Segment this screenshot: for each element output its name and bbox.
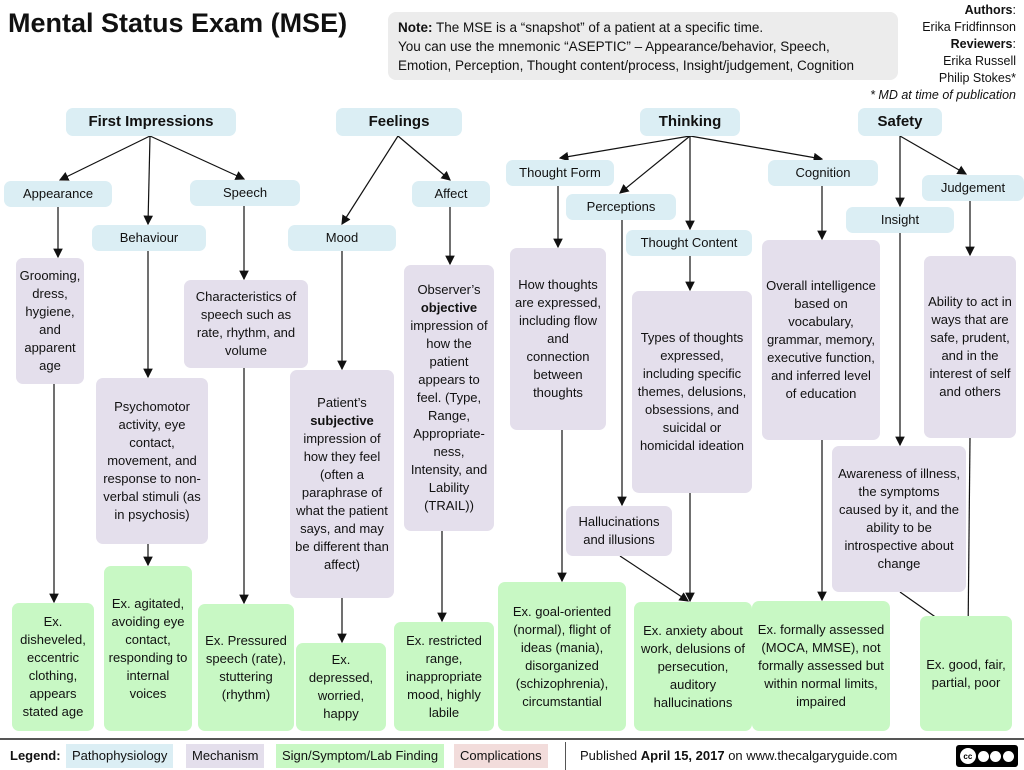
note-line-3: Emotion, Perception, Thought content/pro…	[398, 58, 855, 73]
example-thought-content: Ex. anxiety about work, delusions of per…	[634, 602, 752, 731]
mechanism-affect: Observer’s objective impression of how t…	[404, 265, 494, 531]
legend-mechanism: Mechanism	[186, 744, 265, 768]
category-cognition: Cognition	[768, 160, 878, 186]
arrow	[619, 135, 691, 194]
arrow	[899, 135, 968, 175]
header-safety: Safety	[858, 108, 942, 136]
mood-text: impression of how they feel (often a par…	[295, 431, 389, 572]
mood-emphasis: subjective	[310, 413, 374, 428]
authors-label: Authors	[964, 3, 1013, 17]
legend: Legend: Pathophysiology Mechanism Sign/S…	[0, 738, 1024, 770]
category-insight: Insight	[846, 207, 954, 233]
mechanism-behaviour: Psychomotor activity, eye contact, movem…	[96, 378, 208, 544]
mechanism-hallucinations: Hallucinations and illusions	[566, 506, 672, 556]
affect-text: Observer’s	[417, 282, 481, 297]
arrow	[558, 135, 691, 162]
category-speech: Speech	[190, 180, 300, 206]
legend-pathophysiology: Pathophysiology	[66, 744, 174, 768]
mechanism-speech: Characteristics of speech such as rate, …	[184, 280, 308, 368]
cc-by-nc-sa-icon: cc	[956, 745, 1018, 767]
published-text: Published	[580, 748, 638, 763]
arrow	[397, 135, 451, 181]
mechanism-judgement: Ability to act in ways that are safe, pr…	[924, 256, 1016, 438]
note-line-1: The MSE is a “snapshot” of a patient at …	[436, 20, 764, 35]
example-behaviour: Ex. agitated, avoiding eye contact, resp…	[104, 566, 192, 731]
note-line-2: You can use the mnemonic “ASEPTIC” – App…	[398, 39, 830, 54]
header-feelings: Feelings	[336, 108, 462, 136]
arrow	[341, 135, 399, 226]
category-judgement: Judgement	[922, 175, 1024, 201]
example-cognition: Ex. formally assessed (MOCA, MMSE), not …	[752, 601, 890, 731]
footnote: * MD at time of publication	[870, 88, 1016, 102]
arrow	[58, 135, 151, 181]
mechanism-appearance: Grooming, dress, hygiene, and apparent a…	[16, 258, 84, 384]
published-date: April 15, 2017	[640, 748, 725, 763]
legend-divider	[565, 742, 566, 770]
legend-complications: Complications	[454, 744, 548, 768]
category-mood: Mood	[288, 225, 396, 251]
note-box: Note: The MSE is a “snapshot” of a patie…	[388, 12, 898, 80]
page-title: Mental Status Exam (MSE)	[8, 8, 348, 38]
example-judgement: Ex. good, fair, partial, poor	[920, 616, 1012, 731]
arrow	[619, 555, 690, 602]
author-name: Erika Fridfinnson	[922, 20, 1016, 34]
credits: Authors: Erika Fridfinnson Reviewers: Er…	[870, 3, 1016, 102]
category-appearance: Appearance	[4, 181, 112, 207]
mechanism-insight: Awareness of illness, the symptoms cause…	[832, 446, 966, 592]
reviewer-name: Erika Russell	[943, 54, 1016, 68]
published-site: on www.thecalgaryguide.com	[728, 748, 898, 763]
example-thought-form: Ex. goal-oriented (normal), flight of id…	[498, 582, 626, 731]
arrows	[49, 135, 975, 644]
arrow	[689, 135, 824, 163]
example-speech: Ex. Pressured speech (rate), stuttering …	[198, 604, 294, 731]
example-mood: Ex. depressed, worried, happy	[296, 643, 386, 731]
arrow	[149, 135, 246, 180]
legend-label: Legend:	[10, 748, 61, 763]
category-affect: Affect	[412, 181, 490, 207]
category-thought-form: Thought Form	[506, 160, 614, 186]
mechanism-thought-content: Types of thoughts expressed, including s…	[632, 291, 752, 493]
mechanism-cognition: Overall intelligence based on vocabulary…	[762, 240, 880, 440]
mechanism-thought-form: How thoughts are expressed, including fl…	[510, 248, 606, 430]
mood-text: Patient’s	[317, 395, 367, 410]
example-affect: Ex. restricted range, inappropriate mood…	[394, 622, 494, 731]
reviewer-name: Philip Stokes*	[938, 71, 1016, 85]
mechanism-mood: Patient’s subjective impression of how t…	[290, 370, 394, 598]
category-thought-content: Thought Content	[626, 230, 752, 256]
affect-emphasis: objective	[420, 300, 478, 315]
header-first-impressions: First Impressions	[66, 108, 236, 136]
category-perceptions: Perceptions	[566, 194, 676, 220]
reviewers-label: Reviewers	[950, 37, 1013, 51]
note-label: Note:	[398, 20, 433, 35]
arrow	[963, 437, 973, 640]
published-info: Published April 15, 2017 on www.thecalga…	[574, 744, 903, 768]
legend-sign-symptom: Sign/Symptom/Lab Finding	[276, 744, 445, 768]
category-behaviour: Behaviour	[92, 225, 206, 251]
example-appearance: Ex. disheveled, eccentric clothing, appe…	[12, 603, 94, 731]
affect-text: impression of how the patient appears to…	[410, 318, 488, 513]
header-thinking: Thinking	[640, 108, 740, 136]
arrow	[143, 135, 153, 226]
